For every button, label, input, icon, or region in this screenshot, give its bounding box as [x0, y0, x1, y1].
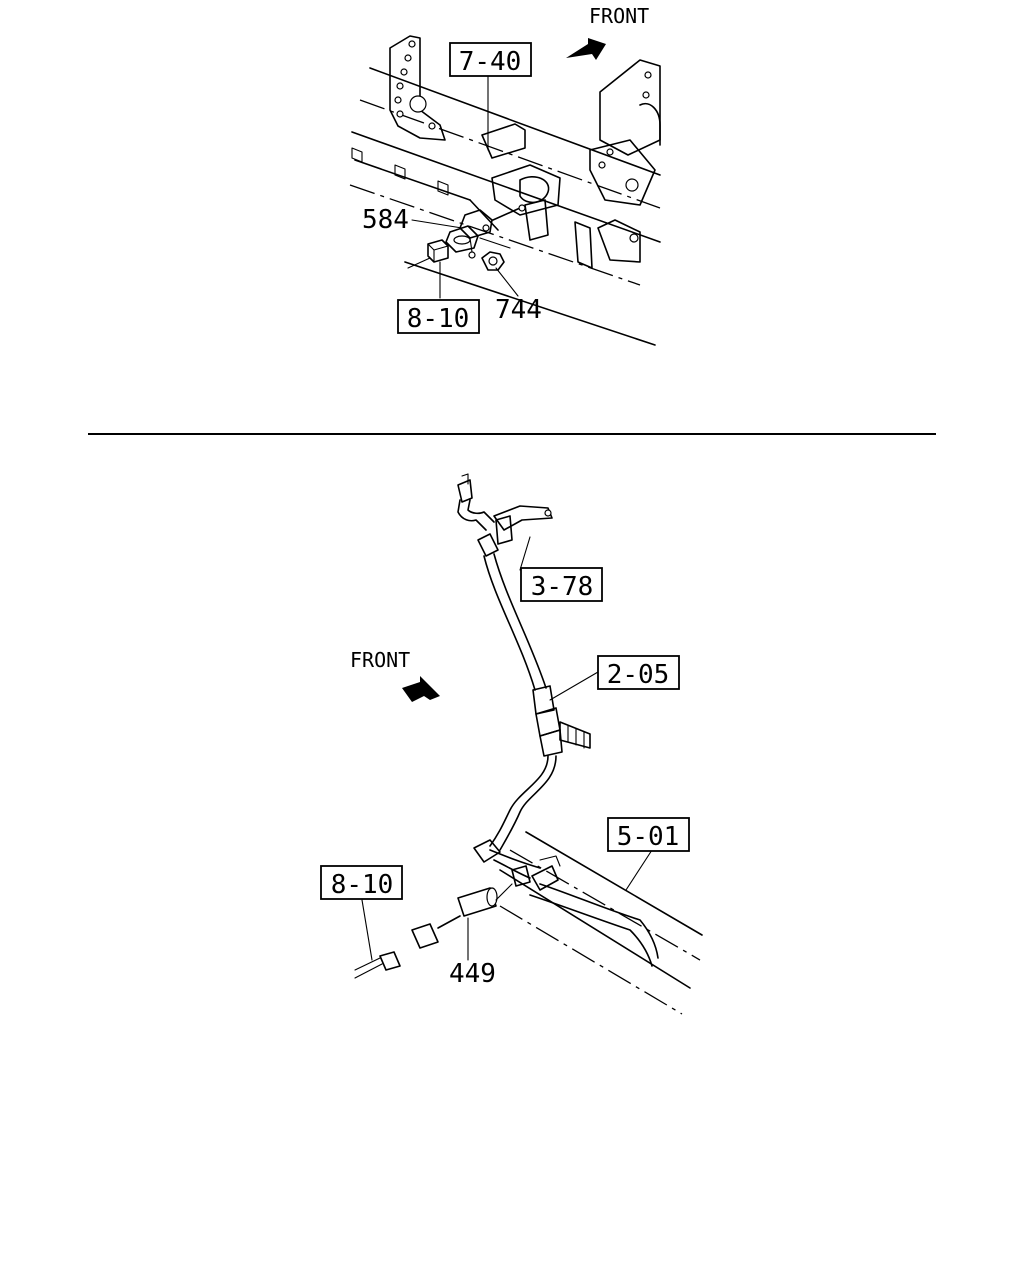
frame-rail-5-01 [499, 831, 703, 1015]
svg-text:7-40: 7-40 [459, 47, 522, 77]
leader-744 [495, 267, 519, 297]
bottom-view: FRONT 3-78 2-05 5-01 8-10 449 [320, 473, 703, 1015]
svg-text:5-01: 5-01 [617, 822, 680, 852]
front-indicator-bottom: FRONT [350, 648, 440, 702]
ref-box-8-10-top[interactable]: 8-10 [397, 299, 480, 334]
ref-box-3-78[interactable]: 3-78 [520, 567, 603, 602]
svg-text:8-10: 8-10 [407, 304, 470, 334]
leader-584 [411, 219, 463, 229]
front-label-top: FRONT [589, 4, 649, 28]
ref-box-2-05[interactable]: 2-05 [597, 655, 680, 690]
hose-assembly [354, 473, 591, 979]
leader-3-78 [519, 536, 531, 571]
leader-5-01 [625, 849, 653, 891]
front-arrow-icon [402, 676, 440, 702]
connector-8-10-top [407, 239, 449, 269]
svg-text:8-10: 8-10 [331, 870, 394, 900]
svg-text:3-78: 3-78 [531, 572, 594, 602]
part-number-449: 449 [449, 959, 496, 989]
ref-box-7-40[interactable]: 7-40 [449, 42, 532, 77]
part-number-744: 744 [495, 295, 542, 325]
nut-744 [481, 251, 505, 271]
switch-assembly-584 [445, 204, 526, 259]
part-number-584: 584 [362, 205, 409, 235]
svg-text:2-05: 2-05 [607, 660, 670, 690]
front-arrow-icon [566, 38, 606, 60]
ref-box-5-01[interactable]: 5-01 [607, 817, 690, 852]
leader-2-05 [549, 671, 599, 701]
leader-8-10-bottom [361, 899, 373, 961]
front-indicator-top: FRONT [566, 4, 649, 60]
chassis-frame-drawing [349, 35, 661, 346]
front-label-bottom: FRONT [350, 648, 410, 672]
ref-box-8-10-bottom[interactable]: 8-10 [320, 865, 403, 900]
top-view: FRONT 7-40 8-10 584 744 [349, 4, 661, 346]
